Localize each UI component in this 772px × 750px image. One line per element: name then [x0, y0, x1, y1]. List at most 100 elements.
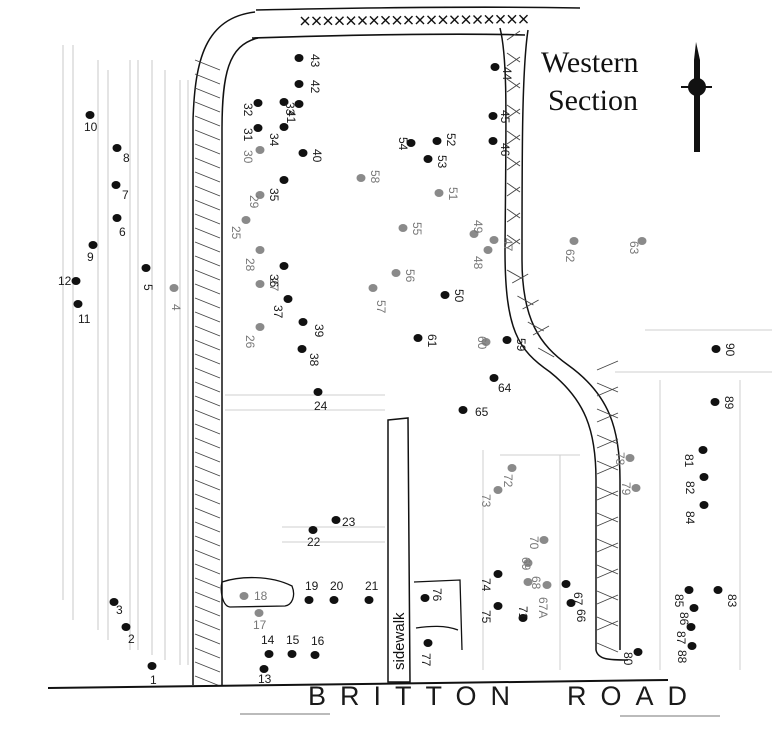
- grave-marker-26: 26: [243, 323, 265, 349]
- grave-marker-59: 59: [502, 336, 528, 352]
- grave-marker-68: 68: [523, 576, 543, 590]
- grave-number: 39: [312, 324, 326, 338]
- grave-number: 60: [475, 336, 489, 350]
- grave-number: 81: [682, 454, 696, 468]
- grave-number: 40: [310, 149, 324, 163]
- grave-dot: [364, 596, 374, 604]
- sidewalk-label: sidewalk: [391, 612, 408, 670]
- grave-marker-52: 52: [432, 133, 458, 147]
- grave-number: 89: [722, 396, 736, 410]
- grave-number: 25: [229, 226, 243, 240]
- grave-dot: [331, 516, 341, 524]
- grave-number: 20: [330, 579, 344, 593]
- grave-dot: [488, 137, 498, 145]
- grave-dot: [469, 230, 479, 238]
- grave-marker-67: 67: [561, 580, 585, 606]
- grave-number: 56: [403, 269, 417, 283]
- grave-number: 48: [471, 256, 485, 270]
- grave-marker-46: 46: [488, 137, 512, 157]
- grave-marker-67A: 67A: [536, 581, 552, 618]
- grave-marker-65: 65: [458, 405, 489, 419]
- grave-number: 24: [314, 399, 328, 413]
- grave-dot: [713, 586, 723, 594]
- grave-number: 36: [267, 274, 281, 288]
- grave-dot: [294, 100, 304, 108]
- grave-dot: [569, 237, 579, 245]
- grave-marker-78: 78: [613, 452, 635, 466]
- grave-number: 29: [247, 195, 261, 209]
- grave-dot: [687, 642, 697, 650]
- grave-dot: [432, 137, 442, 145]
- grave-marker-71: 71: [516, 606, 530, 622]
- grave-number: 85: [672, 594, 686, 608]
- grave-number: 62: [563, 249, 577, 263]
- grave-dot: [111, 181, 121, 189]
- grave-marker-84: 84: [683, 501, 709, 525]
- grave-dot: [141, 264, 151, 272]
- road-ticks: [240, 713, 720, 717]
- grave-dot: [539, 536, 549, 544]
- grave-dot: [423, 155, 433, 163]
- grave-marker-63: 63: [627, 237, 647, 255]
- grave-number: 11: [78, 312, 91, 326]
- grave-number: 21: [365, 579, 379, 593]
- grave-dot: [241, 216, 251, 224]
- grave-number: 83: [725, 594, 739, 608]
- grave-marker-87: 87: [674, 623, 696, 645]
- grave-marker-89: 89: [710, 396, 736, 410]
- grave-dot: [73, 300, 83, 308]
- grave-marker-66: 66: [566, 599, 588, 623]
- grave-number: 66: [574, 609, 588, 623]
- grave-marker-6: 6: [112, 214, 126, 239]
- grave-marker-7: 7: [111, 181, 129, 202]
- grave-dot: [253, 124, 263, 132]
- grave-dot: [625, 454, 635, 462]
- grave-marker-70: 70: [527, 536, 549, 550]
- grave-marker-56: 56: [391, 269, 417, 283]
- grave-marker-60: 60: [475, 336, 491, 350]
- plot-lines-right: [225, 329, 772, 670]
- grave-dot: [523, 559, 533, 567]
- grave-number: 45: [498, 110, 512, 124]
- grave-number: 31: [241, 128, 255, 142]
- grave-marker-32: 32: [241, 99, 263, 117]
- grave-dot: [308, 526, 318, 534]
- left-hedge-hatching: [194, 59, 221, 687]
- grave-number: 75: [479, 610, 493, 624]
- grave-dot: [264, 650, 274, 658]
- grave-number: 67: [571, 592, 585, 606]
- grave-marker-22: 22: [307, 526, 321, 549]
- grave-dot: [698, 446, 708, 454]
- grave-marker-39: 39: [298, 318, 326, 338]
- grave-marker-20: 20: [329, 579, 344, 604]
- grave-number: 73: [479, 494, 493, 508]
- grave-dot: [356, 174, 366, 182]
- grave-number: 2: [128, 632, 135, 646]
- grave-dot: [489, 374, 499, 382]
- grave-dot: [637, 237, 647, 245]
- grave-marker-35: 35: [267, 176, 289, 202]
- grave-number: 50: [452, 289, 466, 303]
- grave-marker-30: 30: [241, 146, 265, 164]
- grave-marker-24: 24: [313, 388, 328, 413]
- grave-marker-90: 90: [711, 343, 737, 357]
- grave-number: 88: [675, 650, 689, 664]
- grave-marker-3: 3: [109, 598, 123, 617]
- grave-dot: [458, 406, 468, 414]
- grave-marker-5: 5: [141, 264, 155, 291]
- grave-number: 43: [308, 54, 322, 68]
- grave-number: 23: [342, 515, 356, 529]
- grave-marker-85: 85: [672, 586, 694, 608]
- grave-marker-43: 43: [294, 54, 322, 68]
- right-hedge-hatching: [506, 30, 619, 653]
- grave-marker-74: 74: [479, 570, 503, 592]
- grave-marker-55: 55: [398, 222, 424, 236]
- grave-dot: [255, 146, 265, 154]
- grave-number: 69: [519, 557, 533, 571]
- grave-marker-76: 76: [420, 588, 444, 602]
- plot-lines-left: [62, 45, 189, 665]
- grave-dot: [304, 596, 314, 604]
- grave-marker-69: 69: [519, 557, 533, 571]
- grave-marker-50: 50: [440, 289, 466, 303]
- grave-marker-28: 28: [243, 246, 265, 272]
